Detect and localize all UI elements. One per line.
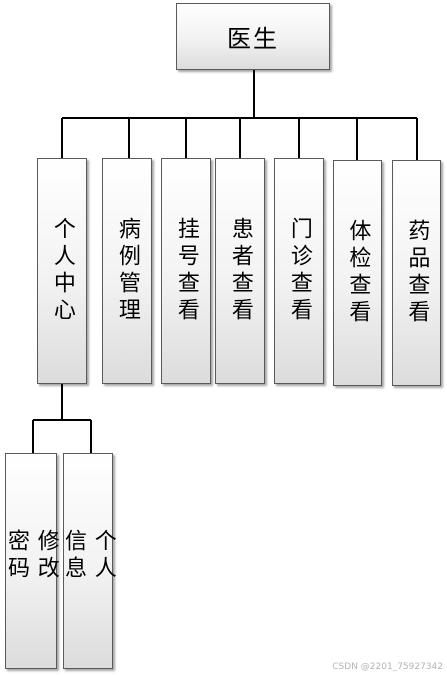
root-node-label: 医生 — [227, 25, 279, 53]
module-node-medicine-view: 药品查看 — [392, 160, 441, 386]
module-node-label: 病例管理 — [114, 217, 140, 325]
module-node-label: 门诊查看 — [286, 217, 312, 325]
module-node-patient-view: 患者查看 — [215, 158, 265, 384]
module-node-label: 药品查看 — [404, 219, 430, 327]
sub-node-label: 修改密码 — [4, 529, 59, 583]
module-node-label: 患者查看 — [227, 217, 253, 325]
module-node-case-management: 病例管理 — [102, 158, 152, 384]
sub-node-change-password: 修改密码 — [4, 453, 59, 669]
root-node-doctor: 医生 — [176, 3, 330, 70]
module-node-registration-view: 挂号查看 — [161, 158, 211, 384]
sub-node-personal-info: 个人信息 — [61, 453, 116, 669]
watermark-text: CSDN @2201_75927342 — [332, 662, 443, 672]
module-node-personal-center: 个人中心 — [37, 158, 87, 384]
module-node-label: 体检查看 — [345, 219, 371, 327]
module-node-physical-exam-view: 体检查看 — [333, 160, 382, 386]
module-node-label: 挂号查看 — [173, 217, 199, 325]
module-node-label: 个人中心 — [49, 217, 75, 325]
sub-node-label: 个人信息 — [61, 529, 116, 583]
module-node-outpatient-view: 门诊查看 — [274, 158, 324, 384]
